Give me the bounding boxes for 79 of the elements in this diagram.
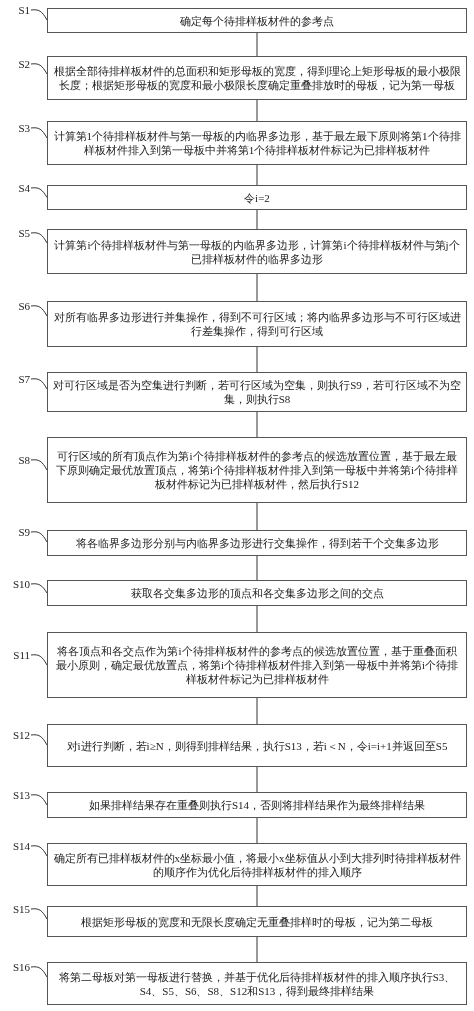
step-text: 将各临界多边形分别与内临界多边形进行交集操作，得到若干个交集多边形 (75, 536, 439, 550)
process-box (47, 56, 467, 100)
leader-line (30, 127, 48, 139)
leader-line (30, 232, 48, 244)
leader-line (30, 966, 48, 978)
leader-line (30, 845, 48, 857)
connector-line (256, 273, 258, 302)
connector-line (256, 411, 258, 438)
leader-line (30, 734, 48, 746)
step-label: S11 (2, 648, 30, 662)
step-text: 确定所有已排样板材件的x坐标最小值，将最小x坐标值从小到大排列时待排样板材件的顺序作为优化后待排样板材件的排入顺序 (52, 850, 462, 879)
step-text: 根据全部待排样板材件的总面积和矩形母板的宽度，得到理论上矩形母板的最小极限长度；根据矩形母板的宽度和最小极限长度确定重叠排放时的母板，记为第一母板 (52, 64, 462, 92)
leader-line (30, 63, 48, 75)
leader-line (30, 378, 48, 390)
step-label: S6 (2, 299, 30, 313)
leader-line (30, 794, 48, 806)
step-label: S9 (2, 525, 30, 539)
step-label: S13 (2, 788, 30, 802)
connector-line (256, 697, 258, 725)
connector-line (256, 817, 258, 844)
step-label: S12 (2, 728, 30, 742)
connector-line (256, 346, 258, 373)
connector-line (256, 32, 258, 57)
step-text: 计算第1个待排样板材件与第一母板的内临界多边形，基于最左最下原则将第1个待排样板材件排入到第一母板中并将第1个待排样板材件标记为已排样板材件 (52, 129, 462, 157)
step-text: 根据矩形母板的宽度和无限长度确定无重叠排样时的母板，记为第二母板 (81, 914, 433, 929)
process-box (47, 301, 467, 347)
process-box (47, 962, 467, 1005)
process-box (47, 437, 467, 503)
leader-line (30, 9, 48, 21)
leader-line (30, 583, 48, 594)
step-label: S1 (2, 3, 30, 17)
process-box (47, 530, 467, 556)
connector-line (256, 502, 258, 531)
step-label: S8 (2, 453, 30, 467)
leader-line (30, 654, 48, 666)
step-label: S14 (2, 839, 30, 853)
connector-line (256, 164, 258, 186)
process-box (47, 632, 467, 698)
step-text: 对i进行判断，若i≥N，则得到排样结果，执行S13，若i＜N，令i=i+1并返回至S5 (66, 738, 448, 753)
process-box (47, 121, 467, 165)
connector-line (256, 766, 258, 793)
step-text: 将各顶点和各交点作为第i个待排样板材件的参考点的候选放置位置，基于重叠面积最小原则，确定最优放置点，将第i个待排样板材件排入到第一母板中并将第i个待排样板材件标记为已排样板材件 (54, 644, 460, 686)
step-label: S10 (2, 577, 30, 591)
step-text: 可行区域的所有顶点作为第i个待排样板材件的参考点的候选放置位置，基于最左最下原则确定最优放置顶点，将第i个待排样板材件排入到第一母板中并将第i个待排样板材件标记为已排样板材件，然后执行S12 (54, 449, 460, 491)
process-box (47, 229, 467, 274)
leader-line (30, 187, 48, 198)
process-box (47, 372, 467, 412)
connector-line (256, 209, 258, 230)
process-box (47, 724, 467, 767)
leader-line (30, 531, 48, 543)
leader-line (30, 459, 48, 471)
step-label: S16 (2, 960, 30, 974)
process-box (47, 906, 467, 937)
step-text: 对所有临界多边形进行并集操作，得到不可行区域；将内临界多边形与不可行区域进行差集操作，得到可行区域 (52, 310, 462, 338)
step-label: S2 (2, 57, 30, 71)
step-text: 令i=2 (244, 190, 270, 205)
step-text: 将第二母板对第一母板进行替换，并基于优化后待排样板材件的排入顺序执行S3、S4、S5、S6、S8、S12和S13，得到最终排样结果 (57, 969, 457, 998)
process-box (47, 580, 467, 606)
process-box (47, 843, 467, 886)
leader-line (30, 908, 48, 920)
process-box (47, 792, 467, 818)
connector-line (256, 555, 258, 581)
step-text: 获取各交集多边形的顶点和各交集多边形之间的交点 (130, 586, 384, 600)
process-box (47, 185, 467, 210)
step-text: 计算第i个待排样板材件与第一母板的内临界多边形，计算第i个待排样板材件与第j个已排样板材件的临界多边形 (53, 237, 461, 266)
step-label: S7 (2, 372, 30, 386)
connector-line (256, 885, 258, 907)
connector-line (256, 99, 258, 122)
step-label: S3 (2, 121, 30, 135)
connector-line (256, 936, 258, 963)
step-text: 如果排样结果存在重叠则执行S14，否则将排样结果作为最终排样结果 (88, 798, 426, 812)
process-box (47, 8, 467, 33)
connector-line (256, 605, 258, 633)
step-text: 对可行区域是否为空集进行判断，若可行区域为空集，则执行S9，若可行区域不为空集，则执行S8 (52, 378, 462, 406)
step-label: S4 (2, 181, 30, 195)
step-label: S5 (2, 226, 30, 240)
leader-line (30, 305, 48, 317)
step-label: S15 (2, 902, 30, 916)
step-text: 确定每个待排样板材件的参考点 (180, 13, 334, 28)
